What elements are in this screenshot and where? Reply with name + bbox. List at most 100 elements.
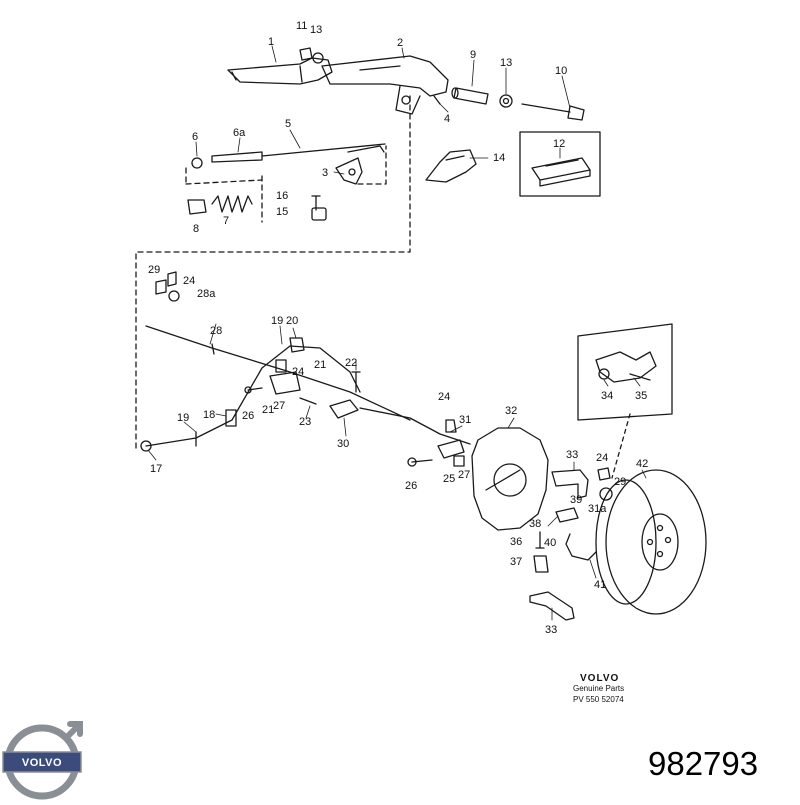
- callout-11: 11: [296, 20, 307, 32]
- callout-30: 30: [337, 438, 349, 450]
- sleeve-18: [225, 409, 237, 427]
- callout-7: 7: [223, 215, 229, 227]
- genuine-parts-block: VOLVO Genuine Parts PV 550 52074: [573, 673, 624, 704]
- caliper-box-34-35: [577, 323, 673, 421]
- bracket-21a: [269, 371, 301, 395]
- nut-13a: [312, 52, 324, 64]
- callout-23: 23: [299, 416, 311, 428]
- callout-12: 12: [553, 138, 565, 150]
- backing-plate-32: [471, 427, 549, 531]
- callout-31: 31: [459, 414, 471, 426]
- spring-41: [565, 533, 597, 561]
- adjuster-31a: [555, 507, 579, 523]
- callout-25: 25: [443, 473, 455, 485]
- callout-10: 10: [555, 65, 567, 77]
- callout-41: 41: [594, 579, 606, 591]
- callout-24: 24: [183, 275, 195, 287]
- callout-36: 36: [510, 536, 522, 548]
- callout-2: 2: [397, 37, 403, 49]
- bushing-15: [311, 207, 327, 221]
- callout-1: 1: [268, 36, 274, 48]
- logo-wordmark: VOLVO: [22, 757, 62, 769]
- brake-disc-42: [595, 469, 707, 615]
- bolt-26b: [407, 457, 433, 467]
- callout-39: 39: [570, 494, 582, 506]
- cap-8: [187, 199, 207, 215]
- volvo-iron-mark-icon: [2, 721, 83, 800]
- callout-16: 16: [276, 190, 288, 202]
- bolt-22: [351, 371, 361, 393]
- callout-22: 22: [345, 357, 357, 369]
- callout-9: 9: [470, 49, 476, 61]
- callout-21: 21: [314, 359, 326, 371]
- callout-15: 15: [276, 206, 288, 218]
- callout-27: 27: [458, 469, 470, 481]
- bushing-28a: [168, 290, 180, 302]
- callout-13: 13: [500, 57, 512, 69]
- lever-bracket: [321, 55, 449, 115]
- callout-24: 24: [596, 452, 608, 464]
- callout-28: 28: [210, 325, 222, 337]
- callout-24: 24: [292, 366, 304, 378]
- part-number: 982793: [648, 745, 758, 782]
- callout-4: 4: [444, 113, 450, 125]
- callout-42: 42: [636, 458, 648, 470]
- clip-29: [155, 279, 167, 295]
- cable-19: [145, 345, 361, 447]
- callout-27: 27: [273, 400, 285, 412]
- bracket-30: [329, 399, 359, 419]
- callout-14: 14: [493, 152, 505, 164]
- callout-40: 40: [544, 537, 556, 549]
- callout-35: 35: [635, 390, 647, 402]
- pin-36: [535, 531, 545, 549]
- callout-28a: 28a: [197, 288, 216, 300]
- washer-37: [533, 555, 549, 573]
- spring-7: [211, 195, 253, 213]
- callout-31a: 31a: [588, 503, 607, 515]
- callout-29: 29: [148, 264, 160, 276]
- clip-24d: [597, 467, 611, 481]
- dashed-leaders: [135, 95, 411, 449]
- callout-26: 26: [405, 480, 417, 492]
- bolt-26a: [244, 386, 263, 394]
- callout-8: 8: [193, 223, 199, 235]
- callout-labels: 1 11 13 2 9 13 10 4 6 6a 5 12 14 3 16 15…: [148, 20, 648, 636]
- clip-24b: [275, 359, 287, 373]
- bolt-11: [299, 47, 313, 61]
- pad-box-12: [519, 131, 601, 197]
- callout-3: 3: [322, 167, 328, 179]
- nut-13b: [499, 94, 513, 108]
- callout-19: 19: [177, 412, 189, 424]
- cable-28: [145, 325, 411, 421]
- brake-shoe-33b: [529, 591, 575, 621]
- callout-37: 37: [510, 556, 522, 568]
- callout-33: 33: [566, 449, 578, 461]
- callout-33: 33: [545, 624, 557, 636]
- callout-38: 38: [529, 518, 541, 530]
- brand-subtitle: Genuine Parts: [573, 684, 624, 693]
- cable-end-17: [140, 440, 152, 452]
- bolt-10: [521, 103, 585, 121]
- clip-24a: [167, 271, 177, 287]
- callout-32: 32: [505, 405, 517, 417]
- cable-rear: [359, 407, 471, 459]
- brake-shoe-33a: [551, 469, 589, 499]
- cable-rod-5: [191, 143, 386, 169]
- callout-29: 29: [614, 476, 626, 488]
- callout-24: 24: [438, 391, 450, 403]
- callout-19: 19: [271, 315, 283, 327]
- callout-26: 26: [242, 410, 254, 422]
- brand-reference: PV 550 52074: [573, 695, 624, 704]
- callout-20: 20: [286, 315, 298, 327]
- spring-29b: [599, 487, 613, 501]
- callout-34: 34: [601, 390, 613, 402]
- screw-4: [433, 95, 441, 105]
- callout-6a: 6a: [233, 127, 246, 139]
- ratchet-14: [425, 149, 477, 183]
- bolt-23: [299, 397, 317, 405]
- callout-13: 13: [310, 24, 322, 36]
- callout-17: 17: [150, 463, 162, 475]
- spacer-9: [451, 87, 489, 105]
- callout-5: 5: [285, 118, 291, 130]
